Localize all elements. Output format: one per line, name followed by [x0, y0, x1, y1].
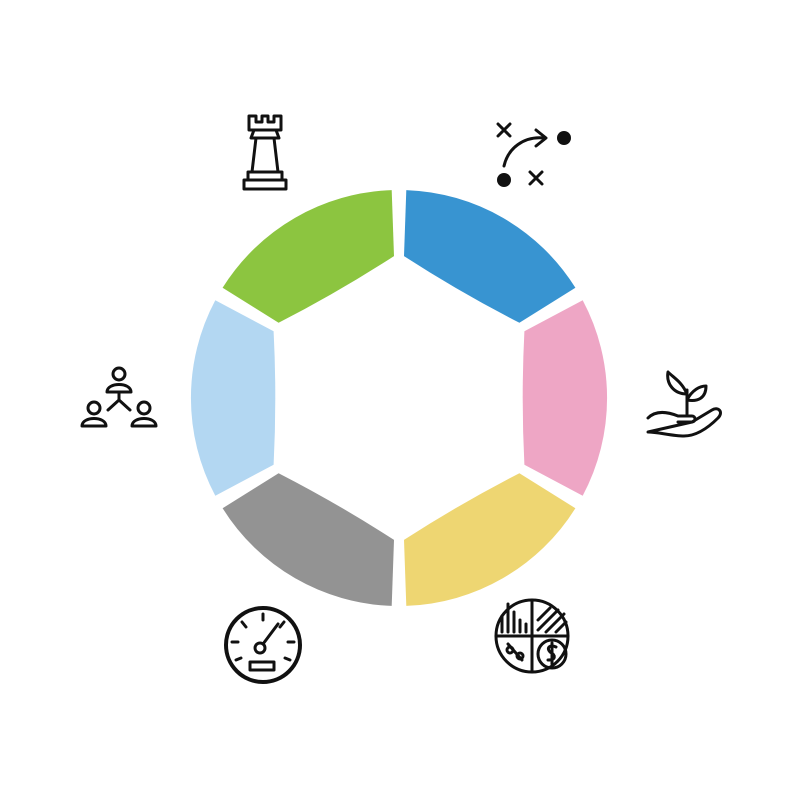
segment-blue [404, 190, 576, 323]
plant-in-hand-icon [640, 360, 730, 450]
finance-chart-icon [490, 592, 580, 682]
speedometer-icon [218, 600, 308, 690]
segment-gray [222, 473, 394, 606]
team-hierarchy-icon [74, 360, 164, 450]
segment-light-blue [190, 300, 276, 496]
segment-green [222, 190, 394, 323]
strategy-play-icon [490, 112, 580, 202]
segment-yellow [404, 473, 576, 606]
segment-pink [522, 300, 608, 496]
chess-rook-icon [220, 108, 310, 198]
